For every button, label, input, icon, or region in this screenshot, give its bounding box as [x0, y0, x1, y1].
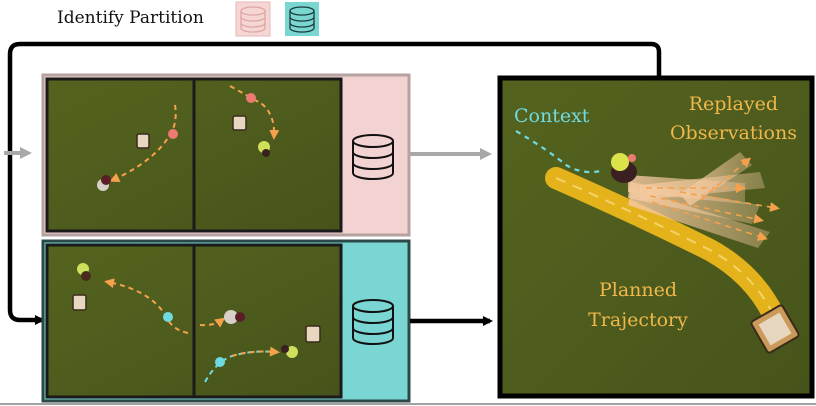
database-icon-pink	[235, 1, 271, 37]
goal-target	[750, 304, 800, 354]
replayed-label-line1: Replayed	[689, 93, 778, 115]
player-figure	[611, 153, 637, 183]
pink-partition	[41, 73, 411, 237]
context-path	[515, 130, 605, 174]
database-icon-teal	[285, 2, 319, 36]
database-icon-top	[352, 134, 394, 180]
teal-partition	[41, 239, 411, 403]
feedback-loop-arrow	[7, 41, 662, 325]
planned-trajectory-band	[545, 167, 786, 329]
planned-label-line1: Planned	[599, 279, 677, 301]
planning-panel: Context Replayed Observations Planned Tr…	[497, 75, 815, 399]
header-title: Identify Partition	[57, 8, 204, 28]
pink-scene-right	[229, 85, 280, 157]
teal-scene-left	[72, 263, 189, 334]
replayed-label-line2: Observations	[670, 122, 797, 144]
database-icon-bottom	[352, 299, 394, 345]
pink-scene-left	[97, 104, 178, 191]
context-label: Context	[514, 105, 590, 127]
planned-label-line2: Trajectory	[588, 309, 688, 331]
replayed-observation-rays	[628, 152, 780, 248]
teal-scene-right	[199, 310, 321, 383]
